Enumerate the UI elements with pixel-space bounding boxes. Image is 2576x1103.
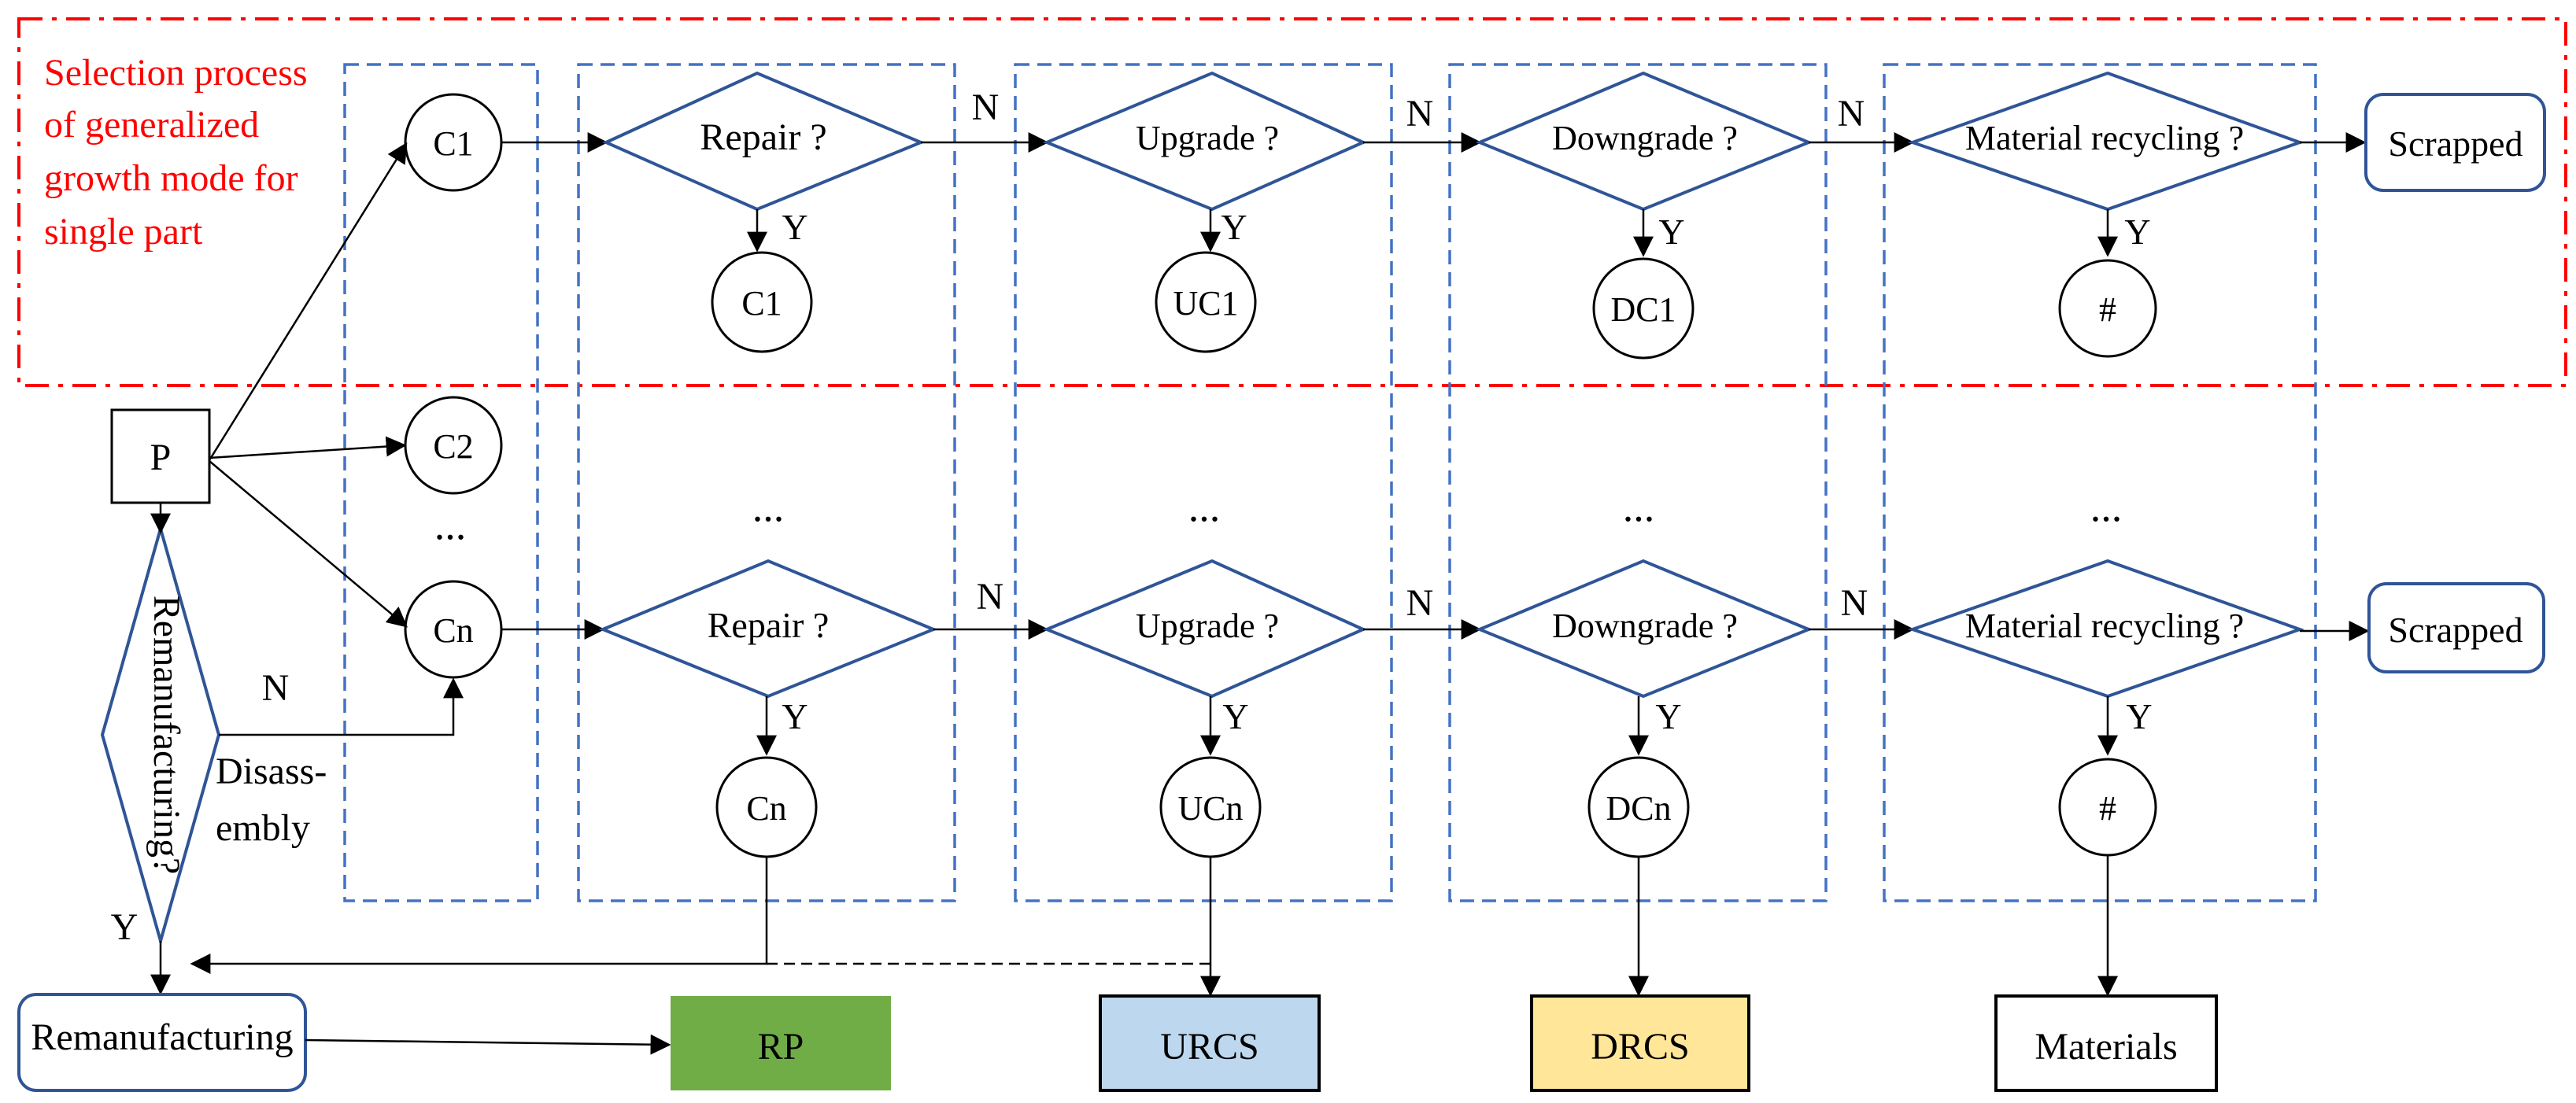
selection-process-title: Selection process of generalized growth … <box>44 52 317 253</box>
result-material-circle-row-1 <box>2058 259 2157 358</box>
output-materials-box <box>1994 994 2218 1092</box>
repair-label-row-1: Repair ? <box>700 116 826 158</box>
result-dc1-label: DC1 <box>1610 290 1676 329</box>
remanufacturing-yes-label: Y <box>111 906 139 948</box>
upgrade-label-row-1: Upgrade ? <box>1136 119 1279 157</box>
disassembly-line-1: Disass- <box>216 751 327 792</box>
downgrade-yes-label-row-1: Y <box>1658 212 1684 252</box>
downgrade-no-label-row-1: N <box>1838 93 1865 135</box>
recycling-column-ellipsis: ... <box>2090 483 2123 530</box>
recycling-label-row-n: Material recycling ? <box>1965 607 2244 645</box>
output-drcs-box <box>1530 994 1750 1092</box>
repair-no-label-row-n: N <box>977 576 1004 618</box>
product-label: P <box>150 437 172 478</box>
title-line-1: Selection process <box>44 52 308 94</box>
result-dcn-label: DCn <box>1606 789 1671 828</box>
output-materials: Materials <box>1994 994 2218 1092</box>
product-to-component-arrows <box>208 142 408 628</box>
disassembly-connector <box>219 677 464 736</box>
upgrade-column-box <box>1014 63 1393 902</box>
component-c2-label: C2 <box>433 427 473 466</box>
components-ellipsis: ... <box>434 501 467 548</box>
output-urcs: URCS <box>1099 994 1321 1092</box>
upgrade-no-label-row-1: N <box>1406 93 1434 135</box>
remanufacturing-no-label: N <box>262 667 290 709</box>
arrow-p-to-c2 <box>209 436 407 459</box>
downgrade-no-label-row-n: N <box>1841 582 1868 624</box>
recycling-yes-label-row-n: Y <box>2126 696 2152 736</box>
repair-no-label-row-1: N <box>972 87 1000 128</box>
output-urcs-box <box>1099 994 1321 1092</box>
column-boxes <box>343 63 2317 902</box>
recycling-yes-label-row-1: Y <box>2124 212 2150 252</box>
result-c1-label: C1 <box>741 284 782 323</box>
component-cn-label: Cn <box>433 611 473 650</box>
disassembly-label: Disass- embly <box>216 751 336 849</box>
repair-label-row-n: Repair ? <box>708 605 830 645</box>
remanufacturing-box-label: Remanufacturing <box>31 1016 293 1058</box>
upgrade-label-row-n: Upgrade ? <box>1136 607 1279 645</box>
result-material-label-row-n: # <box>2099 789 2116 828</box>
disassembly-line-2: embly <box>216 807 310 849</box>
downgrade-label-row-1: Downgrade ? <box>1552 119 1738 157</box>
output-rp-label: RP <box>758 1026 804 1068</box>
title-line-3: growth mode for <box>44 157 298 199</box>
scrapped-label-row-1: Scrapped <box>2388 124 2522 164</box>
components-column-box <box>343 63 539 902</box>
result-uc1-label: UC1 <box>1173 284 1238 323</box>
result-dc1-circle <box>1592 257 1695 360</box>
repair-yes-label-row-1: Y <box>782 207 808 247</box>
upgrade-yes-label-row-1: Y <box>1221 207 1247 247</box>
row-n-flow: Repair ? N Upgrade ? N Downgrade ? N Mat… <box>501 559 2545 858</box>
upgrade-column-ellipsis: ... <box>1188 483 1221 530</box>
output-materials-label: Materials <box>2035 1026 2177 1068</box>
remanufacturing-decision-label: Remanufacturing? <box>146 596 187 875</box>
component-c1-label: C1 <box>433 124 473 163</box>
result-material-label-row-1: # <box>2099 290 2116 329</box>
scrapped-box-row-n <box>2367 582 2545 673</box>
remanufacturing-box <box>17 993 307 1092</box>
upgrade-no-label-row-n: N <box>1406 582 1434 624</box>
single-part-selection-region <box>17 17 2567 387</box>
downgrade-column-ellipsis: ... <box>1623 483 1655 530</box>
downgrade-yes-label-row-n: Y <box>1655 696 1681 736</box>
recycling-label-row-1: Material recycling ? <box>1965 119 2244 157</box>
repair-yes-label-row-n: Y <box>782 696 808 736</box>
downgrade-label-row-n: Downgrade ? <box>1552 607 1738 645</box>
component-cn: Cn <box>404 580 503 679</box>
recycling-column-box <box>1883 63 2317 902</box>
repair-column-ellipsis: ... <box>752 483 785 530</box>
upgrade-yes-label-row-n: Y <box>1222 696 1248 736</box>
row-1-flow: Repair ? N Upgrade ? N Downgrade ? N Mat… <box>501 71 2546 360</box>
output-drcs-label: DRCS <box>1591 1026 1689 1068</box>
arrow-remanufacturing-to-rp <box>305 1034 671 1055</box>
title-line-2: of generalized <box>44 104 259 146</box>
title-line-4: single part <box>44 211 203 253</box>
arrow-p-to-c1 <box>208 142 408 461</box>
output-rp: RP <box>671 996 891 1090</box>
component-c1: C1 <box>404 93 503 192</box>
output-drcs: DRCS <box>1530 994 1750 1092</box>
output-urcs-label: URCS <box>1160 1026 1258 1068</box>
result-c1-circle <box>711 251 813 353</box>
component-c2: C2 <box>404 396 503 495</box>
arrow-p-to-cn <box>209 460 408 628</box>
scrapped-label-row-n: Scrapped <box>2388 610 2522 650</box>
result-uc1-circle <box>1155 251 1257 353</box>
result-ucn-label: UCn <box>1177 789 1243 828</box>
scrapped-box-row-1 <box>2364 93 2546 192</box>
result-cn-label: Cn <box>746 789 786 828</box>
recycling-decision-row-n <box>1907 559 2305 699</box>
output-rp-box <box>671 996 891 1090</box>
repaired-part-return-connector <box>190 857 768 974</box>
